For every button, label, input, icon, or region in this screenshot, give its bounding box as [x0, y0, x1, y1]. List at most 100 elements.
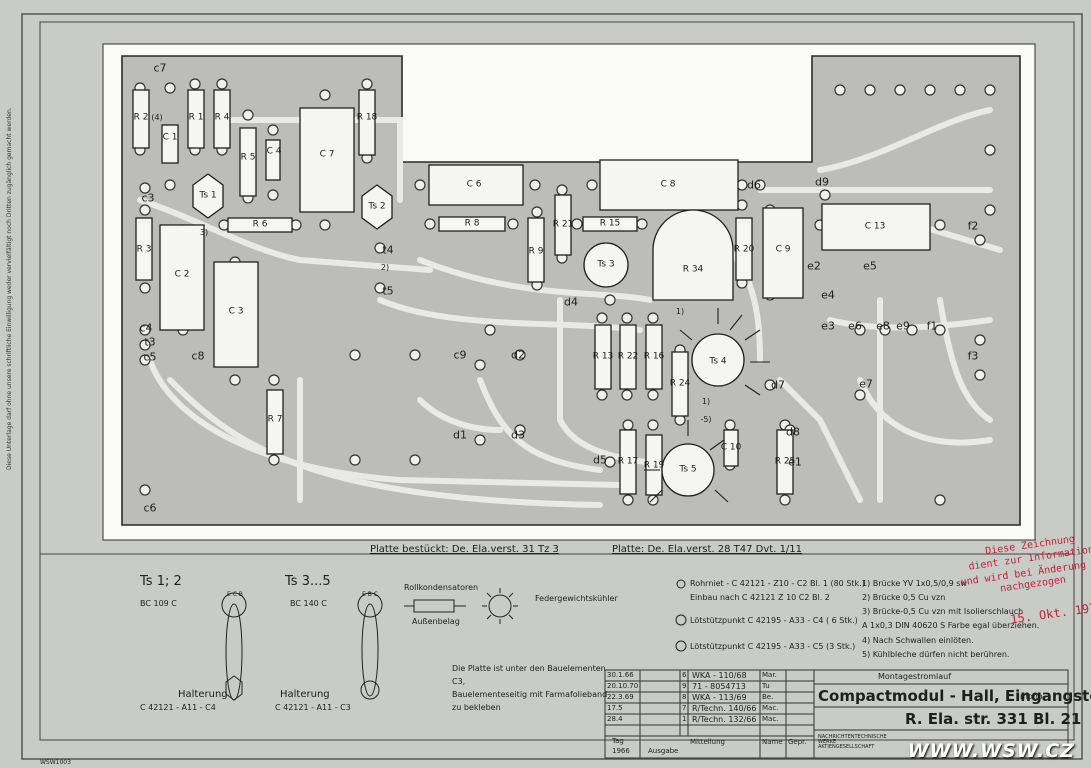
component-label: C 10	[720, 442, 742, 453]
hdr-tag: Tag	[612, 737, 624, 745]
revision-date: 17.5	[607, 704, 623, 712]
component-label: R 6	[252, 219, 268, 230]
legend-einbau: Einbau nach C 42121 Z 10 C2 Bl. 2	[690, 593, 830, 602]
note-3b: A 1x0,3 DIN 40620 S Farbe egal überziehe…	[862, 621, 1040, 630]
revision-date: 30.1.66	[607, 671, 634, 679]
ts35-type: BC 140 C	[290, 599, 327, 608]
point-label: d4	[564, 295, 578, 309]
point-label: t5	[382, 284, 394, 298]
component-label: R 9	[528, 246, 544, 257]
marker-label: 1)	[701, 397, 711, 406]
revision-no: 8	[682, 693, 687, 701]
point-label: d7	[771, 378, 785, 392]
point-label: c4	[139, 321, 153, 335]
point-label: c3	[141, 191, 155, 205]
point-label: c6	[143, 501, 157, 515]
component-label: C 6	[466, 179, 482, 190]
revision-date: 22.3.69	[607, 693, 634, 701]
revision-date: 28.4	[607, 715, 623, 723]
aussenbelag-label: Außenbelag	[412, 617, 460, 626]
component-label: C 8	[660, 179, 676, 190]
component-label: R 19	[643, 460, 665, 471]
point-label: c5	[143, 350, 157, 364]
component-label: R 20	[733, 244, 755, 255]
note-line-4: zu bekleben	[452, 703, 501, 712]
revision-no: 7	[682, 704, 687, 712]
point-label: e4	[821, 288, 835, 302]
revision-text: R/Techn. 132/66	[692, 715, 757, 724]
component-label: C 7	[319, 149, 335, 160]
point-label: e2	[807, 259, 821, 273]
revision-text: WKA - 110/68	[692, 671, 747, 680]
halterung2: Halterung	[280, 689, 330, 700]
point-label: e6	[848, 319, 862, 333]
point-label: d5	[593, 453, 607, 467]
component-label: R 7	[267, 414, 283, 425]
component-label: R 13	[592, 351, 614, 362]
component-label: C 4	[266, 146, 282, 157]
component-label: R 5	[240, 152, 256, 163]
marker-label: (4)	[151, 113, 163, 122]
caption-right: Platte: De. Ela.verst. 28 T47 Dvt. 1/11	[612, 544, 803, 555]
revision-no: 9	[682, 682, 687, 690]
point-label: t3	[144, 335, 156, 349]
note-1: 1) Brücke YV 1x0,5/0,9 sw	[862, 579, 967, 588]
note-4: 4) Nach Schwallen einlöten.	[862, 636, 974, 645]
component-label: R 22	[617, 351, 639, 362]
side-notice: Diese Unterlage darf ohne unsere schrift…	[6, 107, 13, 470]
feder-label: Federgewichtskühler	[535, 594, 618, 603]
revision-name: Be.	[762, 693, 774, 701]
point-label: f3	[967, 349, 979, 363]
revision-name: Mac.	[762, 715, 779, 723]
hdr-name: Name	[762, 738, 783, 746]
component-label: R 24	[669, 378, 691, 389]
legend-loet-2: Lötstützpunkt C 42195 - A33 - C5 (3 Stk.…	[690, 642, 856, 651]
component-label: C 2	[174, 269, 190, 280]
point-label: e9	[896, 319, 910, 333]
marker-label: -5)	[700, 415, 712, 424]
marker-label: 3)	[199, 228, 209, 237]
component-label: Ts 2	[368, 201, 386, 212]
note-3: 3) Brücke-0,5 Cu vzn mit Isolierschlauch	[862, 607, 1024, 616]
point-label: c9	[453, 348, 467, 362]
caption-left: Platte bestückt: De. Ela.verst. 31 Tz 3	[370, 544, 559, 555]
sheet-code: WSW1003	[40, 759, 71, 766]
component-label: Ts 4	[709, 356, 727, 367]
ts35-label: Ts 3...5	[285, 574, 331, 589]
title-suffix: mono	[1020, 692, 1043, 701]
ts12-type: BC 109 C	[140, 599, 177, 608]
revision-text: R/Techn. 140/66	[692, 704, 757, 713]
rollkond-label: Rollkondensatoren	[404, 583, 479, 592]
revision-no: 1	[682, 715, 687, 723]
note-5: 5) Kühlbleche dürfen nicht berühren.	[862, 650, 1010, 659]
point-label: d9	[815, 175, 829, 189]
revision-text: WKA - 113/69	[692, 693, 747, 702]
marker-label: 2)	[380, 263, 390, 272]
point-label: t4	[382, 243, 394, 257]
point-label: d1	[453, 428, 467, 442]
marker-label: 1)	[675, 307, 685, 316]
halterung1-code: C 42121 - A11 - C4	[140, 703, 216, 712]
revision-date: 20.10.70	[607, 682, 639, 690]
component-label: R 21	[552, 219, 574, 230]
point-label: d8	[786, 425, 800, 439]
point-label: e3	[821, 319, 835, 333]
component-label: R 18	[356, 112, 378, 123]
note-line-3: Bauelementeseitig mit Farmafolieband	[452, 690, 608, 699]
legend-loet-1: Lötstützpunkt C 42195 - A33 - C4 ( 6 Stk…	[690, 616, 858, 625]
revision-no: 6	[682, 671, 687, 679]
point-label: e7	[859, 377, 873, 391]
revision-name: Mar.	[762, 671, 777, 679]
component-label: C 13	[864, 221, 886, 232]
component-label: Ts 3	[597, 259, 615, 270]
halterung2-code: C 42121 - A11 - C3	[275, 703, 351, 712]
note-line-2: C3,	[452, 677, 466, 686]
revision-text: 71 - 8054713	[692, 682, 746, 691]
halterung1: Halterung	[178, 689, 228, 700]
component-label: C 3	[228, 306, 244, 317]
point-label: d2	[511, 348, 525, 362]
component-label: Ts 5	[679, 464, 697, 475]
hdr-ausgabe: Ausgabe	[648, 747, 679, 755]
